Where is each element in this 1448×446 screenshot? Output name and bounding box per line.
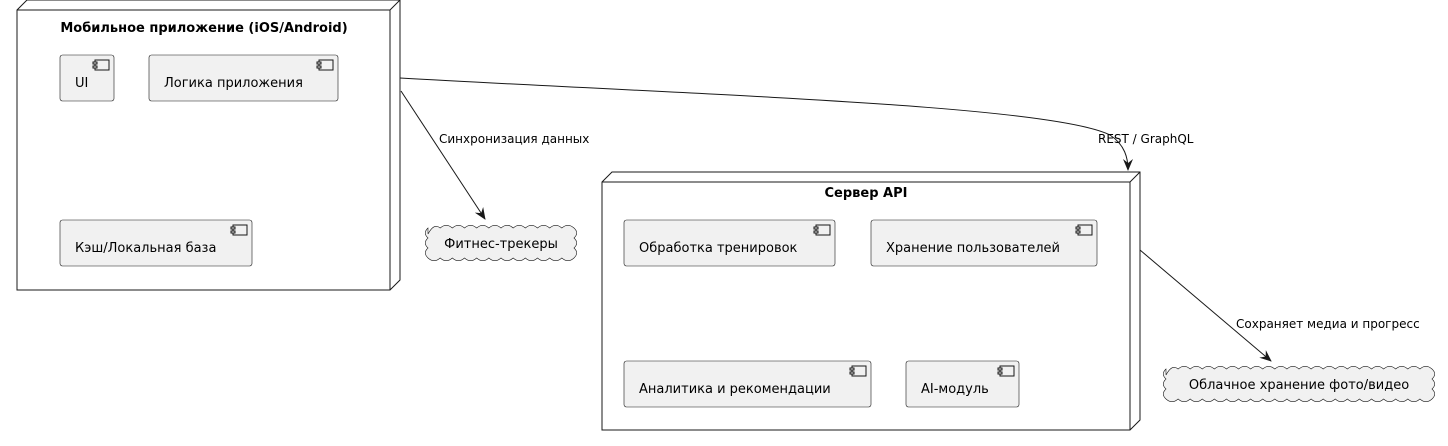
component-analytics: Аналитика и рекомендации	[623, 360, 872, 408]
mobile-app-title: Мобильное приложение (iOS/Android)	[60, 21, 347, 36]
cloud-shape	[1163, 366, 1435, 402]
component-icon	[997, 365, 1015, 377]
component-workouts: Обработка тренировок	[623, 219, 836, 267]
cloud-media-storage: Облачное хранение фото/видео	[1163, 366, 1435, 402]
component-cache: Кэш/Локальная база	[59, 219, 253, 267]
component-cache-label: Кэш/Локальная база	[75, 241, 216, 256]
component-ui: UI	[59, 54, 115, 102]
component-icon	[813, 224, 831, 236]
edge-server-to-storage: Сохраняет медиа и прогресс	[1139, 249, 1420, 362]
server-api-title: Сервер API	[825, 186, 908, 201]
component-ai: AI-модуль	[905, 360, 1020, 408]
cloud-fitness-trackers-label: Фитнес-трекеры	[444, 237, 558, 252]
cloud-media-storage-label: Облачное хранение фото/видео	[1189, 378, 1409, 393]
component-users-label: Хранение пользователей	[886, 241, 1060, 256]
component-icon	[230, 224, 248, 236]
cloud-shape	[425, 225, 577, 261]
component-icon	[1075, 224, 1093, 236]
component-icon	[92, 59, 110, 71]
edge-label-media: Сохраняет медиа и прогресс	[1236, 317, 1420, 331]
component-app-logic-label: Логика приложения	[164, 76, 303, 91]
component-ui-label: UI	[75, 76, 88, 91]
component-app-logic: Логика приложения	[148, 54, 339, 102]
component-workouts-label: Обработка тренировок	[639, 241, 798, 256]
component-users: Хранение пользователей	[870, 219, 1098, 267]
cloud-fitness-trackers: Фитнес-трекеры	[425, 225, 577, 261]
component-analytics-label: Аналитика и рекомендации	[639, 382, 831, 397]
component-icon	[849, 365, 867, 377]
component-ai-label: AI-модуль	[921, 382, 989, 397]
edge-label-rest-graphql: REST / GraphQL	[1098, 132, 1194, 146]
edge-label-sync: Синхронизация данных	[439, 132, 589, 146]
component-icon	[316, 59, 334, 71]
edge-mobile-to-trackers: Синхронизация данных	[400, 90, 589, 220]
edge-mobile-to-server: REST / GraphQL	[399, 77, 1194, 171]
